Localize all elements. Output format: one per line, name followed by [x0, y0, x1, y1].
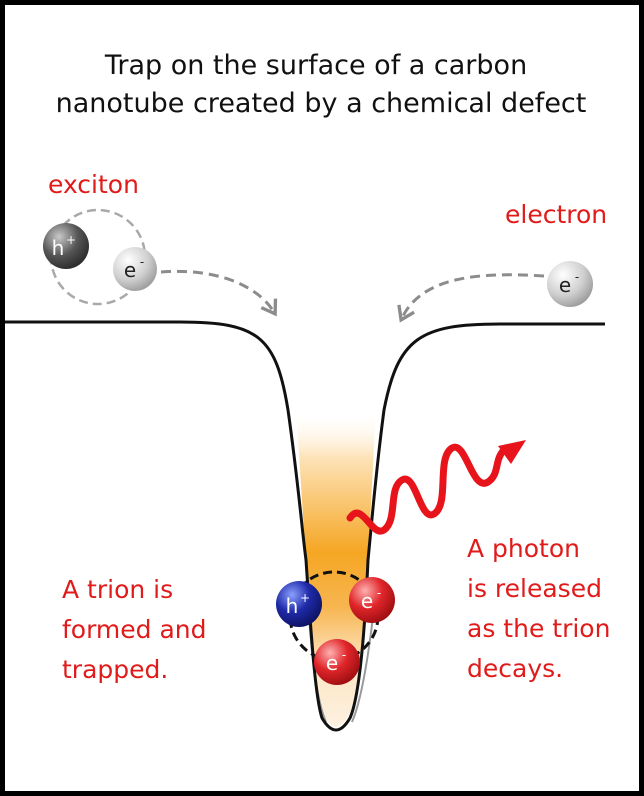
photon-caption-line-3: as the trion: [467, 614, 610, 643]
trion-hole-charge: +: [300, 591, 310, 605]
free-electron-charge: -: [575, 270, 579, 284]
exciton-electron-charge: -: [140, 255, 144, 269]
trap-diagram: Trap on the surface of a carbon nanotube…: [5, 50, 610, 732]
exciton-hole: h +: [43, 223, 89, 269]
potential-well-curve: [5, 320, 605, 732]
trion-hole: h +: [276, 581, 322, 627]
photon-arrowhead: [498, 440, 526, 464]
exciton-label: exciton: [48, 170, 139, 199]
electron-label: electron: [505, 200, 607, 229]
electron-path-arrow: [397, 273, 545, 323]
trion-electron-lower-symbol: e: [326, 651, 338, 675]
trion-caption-line-2: formed and: [62, 615, 207, 644]
exciton-electron-symbol: e: [124, 258, 136, 282]
exciton-hole-symbol: h: [52, 236, 65, 260]
photon-caption-line-2: is released: [467, 574, 602, 603]
title-line-1: Trap on the surface of a carbon: [104, 50, 527, 81]
photon-caption-line-1: A photon: [467, 534, 580, 563]
trion-electron-lower-charge: -: [342, 648, 346, 662]
exciton-hole-charge: +: [66, 233, 76, 247]
trap-glow: [296, 410, 376, 727]
exciton-electron: e -: [113, 247, 157, 291]
trion-caption-line-1: A trion is: [62, 575, 173, 604]
diagram-panel: Trap on the surface of a carbon nanotube…: [5, 5, 639, 791]
trion-hole-symbol: h: [286, 594, 299, 618]
trion-electron-lower: e -: [314, 639, 360, 685]
trion-caption-line-3: trapped.: [62, 655, 168, 684]
trion-electron-upper: e -: [349, 577, 395, 623]
trion-electron-upper-charge: -: [377, 586, 381, 600]
photon-wave: [346, 443, 508, 535]
title-line-2: nanotube created by a chemical defect: [56, 88, 587, 119]
trion-electron-upper-symbol: e: [361, 589, 373, 613]
free-electron: e -: [547, 261, 593, 307]
photon-caption-line-4: decays.: [467, 654, 563, 683]
free-electron-symbol: e: [559, 273, 571, 297]
exciton-path-arrow: [160, 269, 278, 317]
